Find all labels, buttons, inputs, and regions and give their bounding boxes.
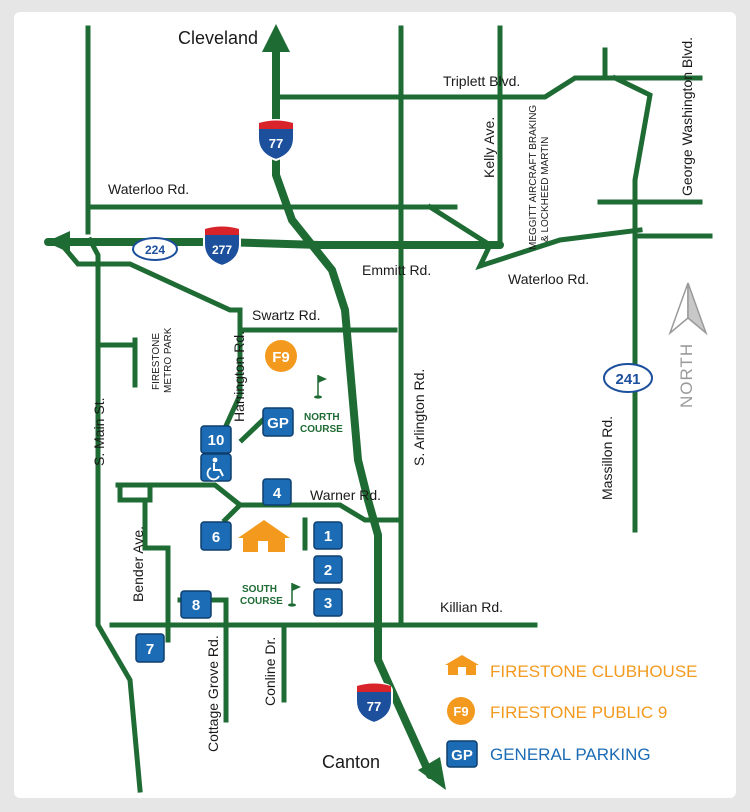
- shield-i277: 277: [203, 224, 241, 268]
- parking-gp[interactable]: GP: [262, 407, 294, 437]
- road-bender-loop: [117, 482, 171, 643]
- parking-8[interactable]: 8: [180, 590, 212, 619]
- hwy-i277: [44, 238, 504, 249]
- arrow-north-i77: [262, 24, 290, 52]
- label-killian: Killian Rd.: [440, 599, 503, 615]
- golf-flag-icon: [314, 375, 327, 399]
- f9-marker-label: F9: [272, 349, 290, 366]
- road-massillon: [611, 74, 653, 533]
- label-conline: Conline Dr.: [262, 637, 278, 706]
- parking-3-label: 3: [324, 595, 332, 612]
- parking-3[interactable]: 3: [313, 588, 343, 617]
- parking-2[interactable]: 2: [313, 555, 343, 584]
- label-waterloo-west: Waterloo Rd.: [108, 181, 189, 197]
- label-s-main: S. Main St.: [91, 398, 107, 466]
- parking-4[interactable]: 4: [262, 478, 292, 506]
- accessible-parking-icon[interactable]: [200, 453, 232, 482]
- label-waterloo-east: Waterloo Rd.: [508, 271, 589, 287]
- hwy-i77: [272, 46, 434, 779]
- parking-1-label: 1: [324, 528, 332, 545]
- north-course-line1: NORTH: [304, 412, 340, 423]
- label-emmitt: Emmitt Rd.: [362, 262, 431, 278]
- arrow-south-i77: [418, 757, 446, 790]
- label-meggitt-2: & LOCKHEED MARTIN: [540, 137, 551, 242]
- parking-1[interactable]: 1: [313, 521, 343, 550]
- label-massillon: Massillon Rd.: [599, 416, 615, 500]
- parking-7[interactable]: 7: [135, 633, 165, 663]
- clubhouse-icon[interactable]: [238, 520, 290, 552]
- shield-sr224-label: 224: [145, 243, 165, 257]
- parking-4-label: 4: [273, 485, 282, 502]
- shield-i277-label: 277: [212, 243, 232, 257]
- parking-10[interactable]: 10: [200, 425, 232, 454]
- north-course-line2: COURSE: [300, 424, 343, 435]
- road-waterloo-east: [426, 203, 643, 271]
- shield-sr224: 224: [132, 237, 178, 261]
- parking-8-label: 8: [192, 597, 200, 614]
- parking-6-label: 6: [212, 529, 220, 546]
- shield-sr241: 241: [603, 363, 653, 393]
- road-gp-link: [238, 414, 269, 444]
- legend-f9-icon-label: F9: [453, 704, 468, 719]
- north-arrow-label: NORTH: [677, 343, 696, 408]
- south-course-line2: COURSE: [240, 596, 283, 607]
- road-park-spur: [95, 337, 138, 388]
- shield-i77-top: 77: [257, 118, 295, 162]
- legend-clubhouse-label: FIRESTONE CLUBHOUSE: [490, 662, 698, 681]
- shield-i77-bottom: 77: [355, 681, 393, 725]
- road-west-loop: [58, 241, 243, 313]
- parking-6[interactable]: 6: [200, 521, 232, 551]
- legend-f9-label: FIRESTONE PUBLIC 9: [490, 703, 667, 722]
- shield-i77-bottom-label: 77: [367, 699, 381, 714]
- legend-gp-label: GENERAL PARKING: [490, 745, 651, 764]
- label-firestone-park-2: METRO PARK: [163, 327, 174, 393]
- legend: FIRESTONE CLUBHOUSE F9 FIRESTONE PUBLIC …: [445, 655, 698, 768]
- arrow-west-i277: [46, 231, 70, 253]
- city-cleveland: Cleveland: [178, 28, 258, 48]
- label-swartz: Swartz Rd.: [252, 307, 320, 323]
- label-triplett: Triplett Blvd.: [443, 73, 520, 89]
- label-s-arlington: S. Arlington Rd.: [411, 369, 427, 466]
- legend-gp-icon: GP: [446, 740, 478, 768]
- shield-i77-top-label: 77: [269, 136, 283, 151]
- shield-sr241-label: 241: [615, 371, 640, 388]
- legend-clubhouse-icon: [445, 655, 479, 675]
- legend-gp-icon-label: GP: [451, 747, 473, 764]
- road-s-main: [86, 236, 143, 793]
- south-course-line1: SOUTH: [242, 584, 277, 595]
- label-harrington: Harrington Rd.: [231, 331, 247, 422]
- f9-marker[interactable]: F9: [265, 340, 297, 372]
- city-canton: Canton: [322, 752, 380, 772]
- road-p6-link: [221, 501, 244, 524]
- label-george-washington: George Washington Blvd.: [679, 37, 695, 196]
- label-meggitt-1: MEGGITT AIRCRAFT BRAKING: [528, 105, 539, 250]
- golf-flag-icon: [288, 583, 301, 607]
- road-triplett: [275, 75, 703, 100]
- legend-f9-icon: F9: [447, 697, 475, 725]
- label-bender: Bender Ave.: [130, 526, 146, 602]
- label-firestone-park-1: FIRESTONE: [151, 333, 162, 390]
- label-cottage-grove: Cottage Grove Rd.: [205, 635, 221, 752]
- parking-gp-label: GP: [267, 415, 289, 432]
- local-roads: [58, 25, 713, 793]
- parking-7-label: 7: [146, 641, 154, 658]
- north-arrow-icon: NORTH: [668, 282, 708, 408]
- parking-10-label: 10: [208, 432, 225, 449]
- parking-2-label: 2: [324, 562, 332, 579]
- label-kelly: Kelly Ave.: [481, 117, 497, 178]
- label-warner: Warner Rd.: [310, 487, 381, 503]
